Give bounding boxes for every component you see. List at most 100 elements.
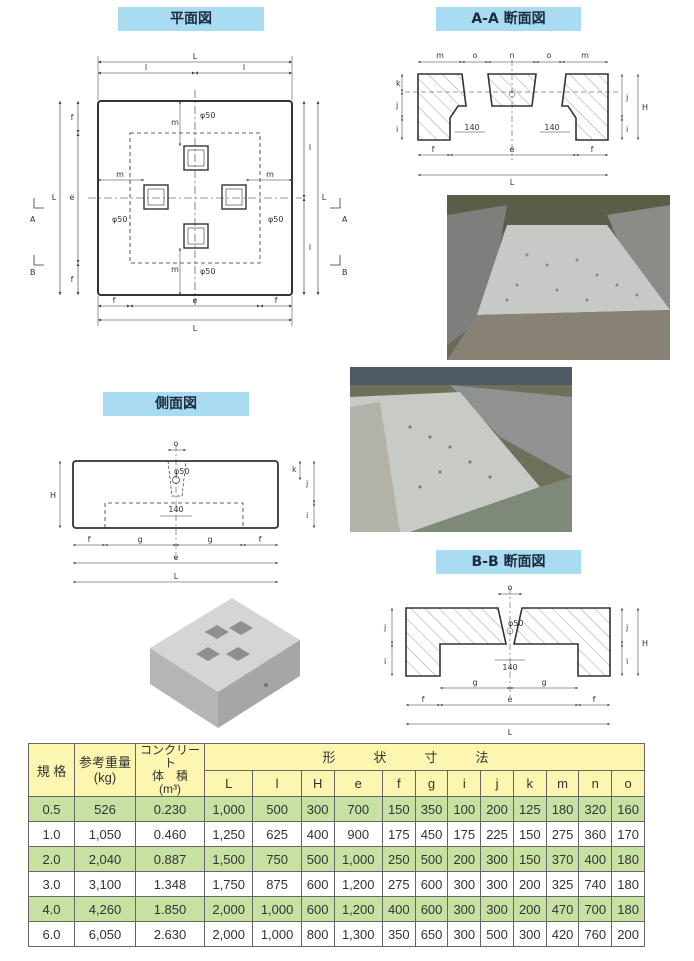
aa-section-header: A-A 断面図 bbox=[436, 7, 581, 31]
cell-dim: 150 bbox=[381, 796, 416, 822]
cell-dim: 625 bbox=[252, 821, 302, 847]
svg-text:i: i bbox=[384, 657, 386, 666]
svg-text:φ50: φ50 bbox=[200, 267, 215, 276]
svg-text:φ50: φ50 bbox=[112, 215, 127, 224]
svg-text:e: e bbox=[193, 296, 198, 305]
cell-dim: 300 bbox=[512, 921, 547, 947]
svg-text:k: k bbox=[396, 79, 401, 88]
cell-dim: 100 bbox=[447, 796, 482, 822]
svg-text:e: e bbox=[510, 145, 515, 154]
svg-text:j: j bbox=[383, 623, 386, 632]
cell-dim: 400 bbox=[300, 821, 335, 847]
svg-text:j: j bbox=[305, 479, 308, 488]
cell-spec: 6.0 bbox=[28, 921, 75, 947]
col-dim-j: j bbox=[480, 769, 514, 797]
svg-text:m: m bbox=[436, 51, 444, 60]
cell-dim: 500 bbox=[300, 846, 335, 872]
svg-text:f: f bbox=[113, 296, 116, 305]
svg-text:f: f bbox=[593, 695, 596, 704]
col-dim-L: L bbox=[203, 769, 254, 797]
svg-text:A: A bbox=[30, 215, 36, 224]
cell-dim: 170 bbox=[611, 821, 645, 847]
svg-text:A: A bbox=[342, 215, 348, 224]
cell-dim: 600 bbox=[300, 896, 335, 922]
svg-text:L: L bbox=[510, 178, 515, 187]
cell-spec: 0.5 bbox=[28, 796, 75, 822]
cell-dim: 750 bbox=[252, 846, 302, 872]
cell-dim: 150 bbox=[512, 846, 547, 872]
aa-section-drawing bbox=[400, 60, 640, 177]
svg-text:H: H bbox=[642, 639, 648, 648]
cell-weight: 6,050 bbox=[74, 921, 136, 947]
col-weight-l1: 参考重量 bbox=[78, 755, 131, 770]
svg-text:f: f bbox=[432, 145, 435, 154]
cell-volume: 2.630 bbox=[135, 921, 205, 947]
cell-dim: 450 bbox=[414, 821, 449, 847]
cell-dim: 1,000 bbox=[252, 896, 302, 922]
cell-dim: 180 bbox=[545, 796, 580, 822]
concrete-block-illustration bbox=[150, 598, 300, 728]
col-dim-m: m bbox=[545, 769, 580, 797]
cell-dim: 600 bbox=[414, 871, 449, 897]
cell-dim: 1,250 bbox=[203, 821, 254, 847]
svg-text:H: H bbox=[642, 103, 648, 112]
cell-dim: 1,500 bbox=[203, 846, 254, 872]
svg-text:m: m bbox=[581, 51, 589, 60]
site-photo-1 bbox=[447, 195, 670, 360]
svg-text:m: m bbox=[116, 170, 124, 179]
svg-text:i: i bbox=[626, 657, 628, 666]
cell-dim: 125 bbox=[512, 796, 547, 822]
cell-dim: 325 bbox=[545, 871, 580, 897]
cell-dim: 350 bbox=[381, 921, 416, 947]
cell-dim: 470 bbox=[545, 896, 580, 922]
svg-text:m: m bbox=[171, 118, 179, 127]
svg-text:g: g bbox=[207, 535, 212, 544]
col-dim-H: H bbox=[300, 769, 335, 797]
cell-dim: 180 bbox=[611, 871, 645, 897]
cell-dim: 2,000 bbox=[203, 896, 254, 922]
side-view-labels: o φ50 140 f g g f e L H k j i bbox=[50, 439, 308, 581]
cell-spec: 4.0 bbox=[28, 896, 75, 922]
cell-dim: 180 bbox=[611, 846, 645, 872]
cell-dim: 300 bbox=[447, 921, 482, 947]
technical-drawings: L l l f e f L L f e f l l L m m m m φ50 … bbox=[30, 51, 648, 737]
cell-weight: 1,050 bbox=[74, 821, 136, 847]
cell-weight: 526 bbox=[74, 796, 136, 822]
cell-dim: 600 bbox=[414, 896, 449, 922]
svg-text:j: j bbox=[625, 93, 628, 102]
col-volume-l3: (m³) bbox=[159, 782, 181, 796]
side-view-header: 側面図 bbox=[103, 392, 249, 416]
svg-text:140: 140 bbox=[464, 123, 479, 132]
col-dim-e: e bbox=[333, 769, 383, 797]
cell-dim: 500 bbox=[252, 796, 302, 822]
svg-text:φ50: φ50 bbox=[200, 111, 215, 120]
col-volume-l2: 体 積 bbox=[151, 769, 188, 783]
cell-dim: 320 bbox=[578, 796, 613, 822]
bb-section-drawing bbox=[390, 588, 640, 726]
svg-text:f: f bbox=[71, 275, 74, 284]
cell-dim: 175 bbox=[381, 821, 416, 847]
svg-text:g: g bbox=[472, 678, 477, 687]
svg-text:i: i bbox=[306, 511, 308, 520]
cell-dim: 600 bbox=[300, 871, 335, 897]
cell-volume: 0.887 bbox=[135, 846, 205, 872]
cell-volume: 1.850 bbox=[135, 896, 205, 922]
cell-dim: 200 bbox=[480, 796, 514, 822]
svg-text:n: n bbox=[509, 51, 514, 60]
cell-dim: 400 bbox=[381, 896, 416, 922]
svg-text:i: i bbox=[626, 125, 628, 134]
cell-dim: 300 bbox=[480, 896, 514, 922]
svg-text:H: H bbox=[50, 491, 56, 500]
bb-section-labels: o φ50 140 g g f e f L j i j i H bbox=[383, 583, 648, 737]
cell-dim: 1,000 bbox=[333, 846, 383, 872]
cell-volume: 1.348 bbox=[135, 871, 205, 897]
col-kikaku: 規 格 bbox=[28, 743, 75, 797]
cell-dim: 175 bbox=[447, 821, 482, 847]
cell-dim: 650 bbox=[414, 921, 449, 947]
